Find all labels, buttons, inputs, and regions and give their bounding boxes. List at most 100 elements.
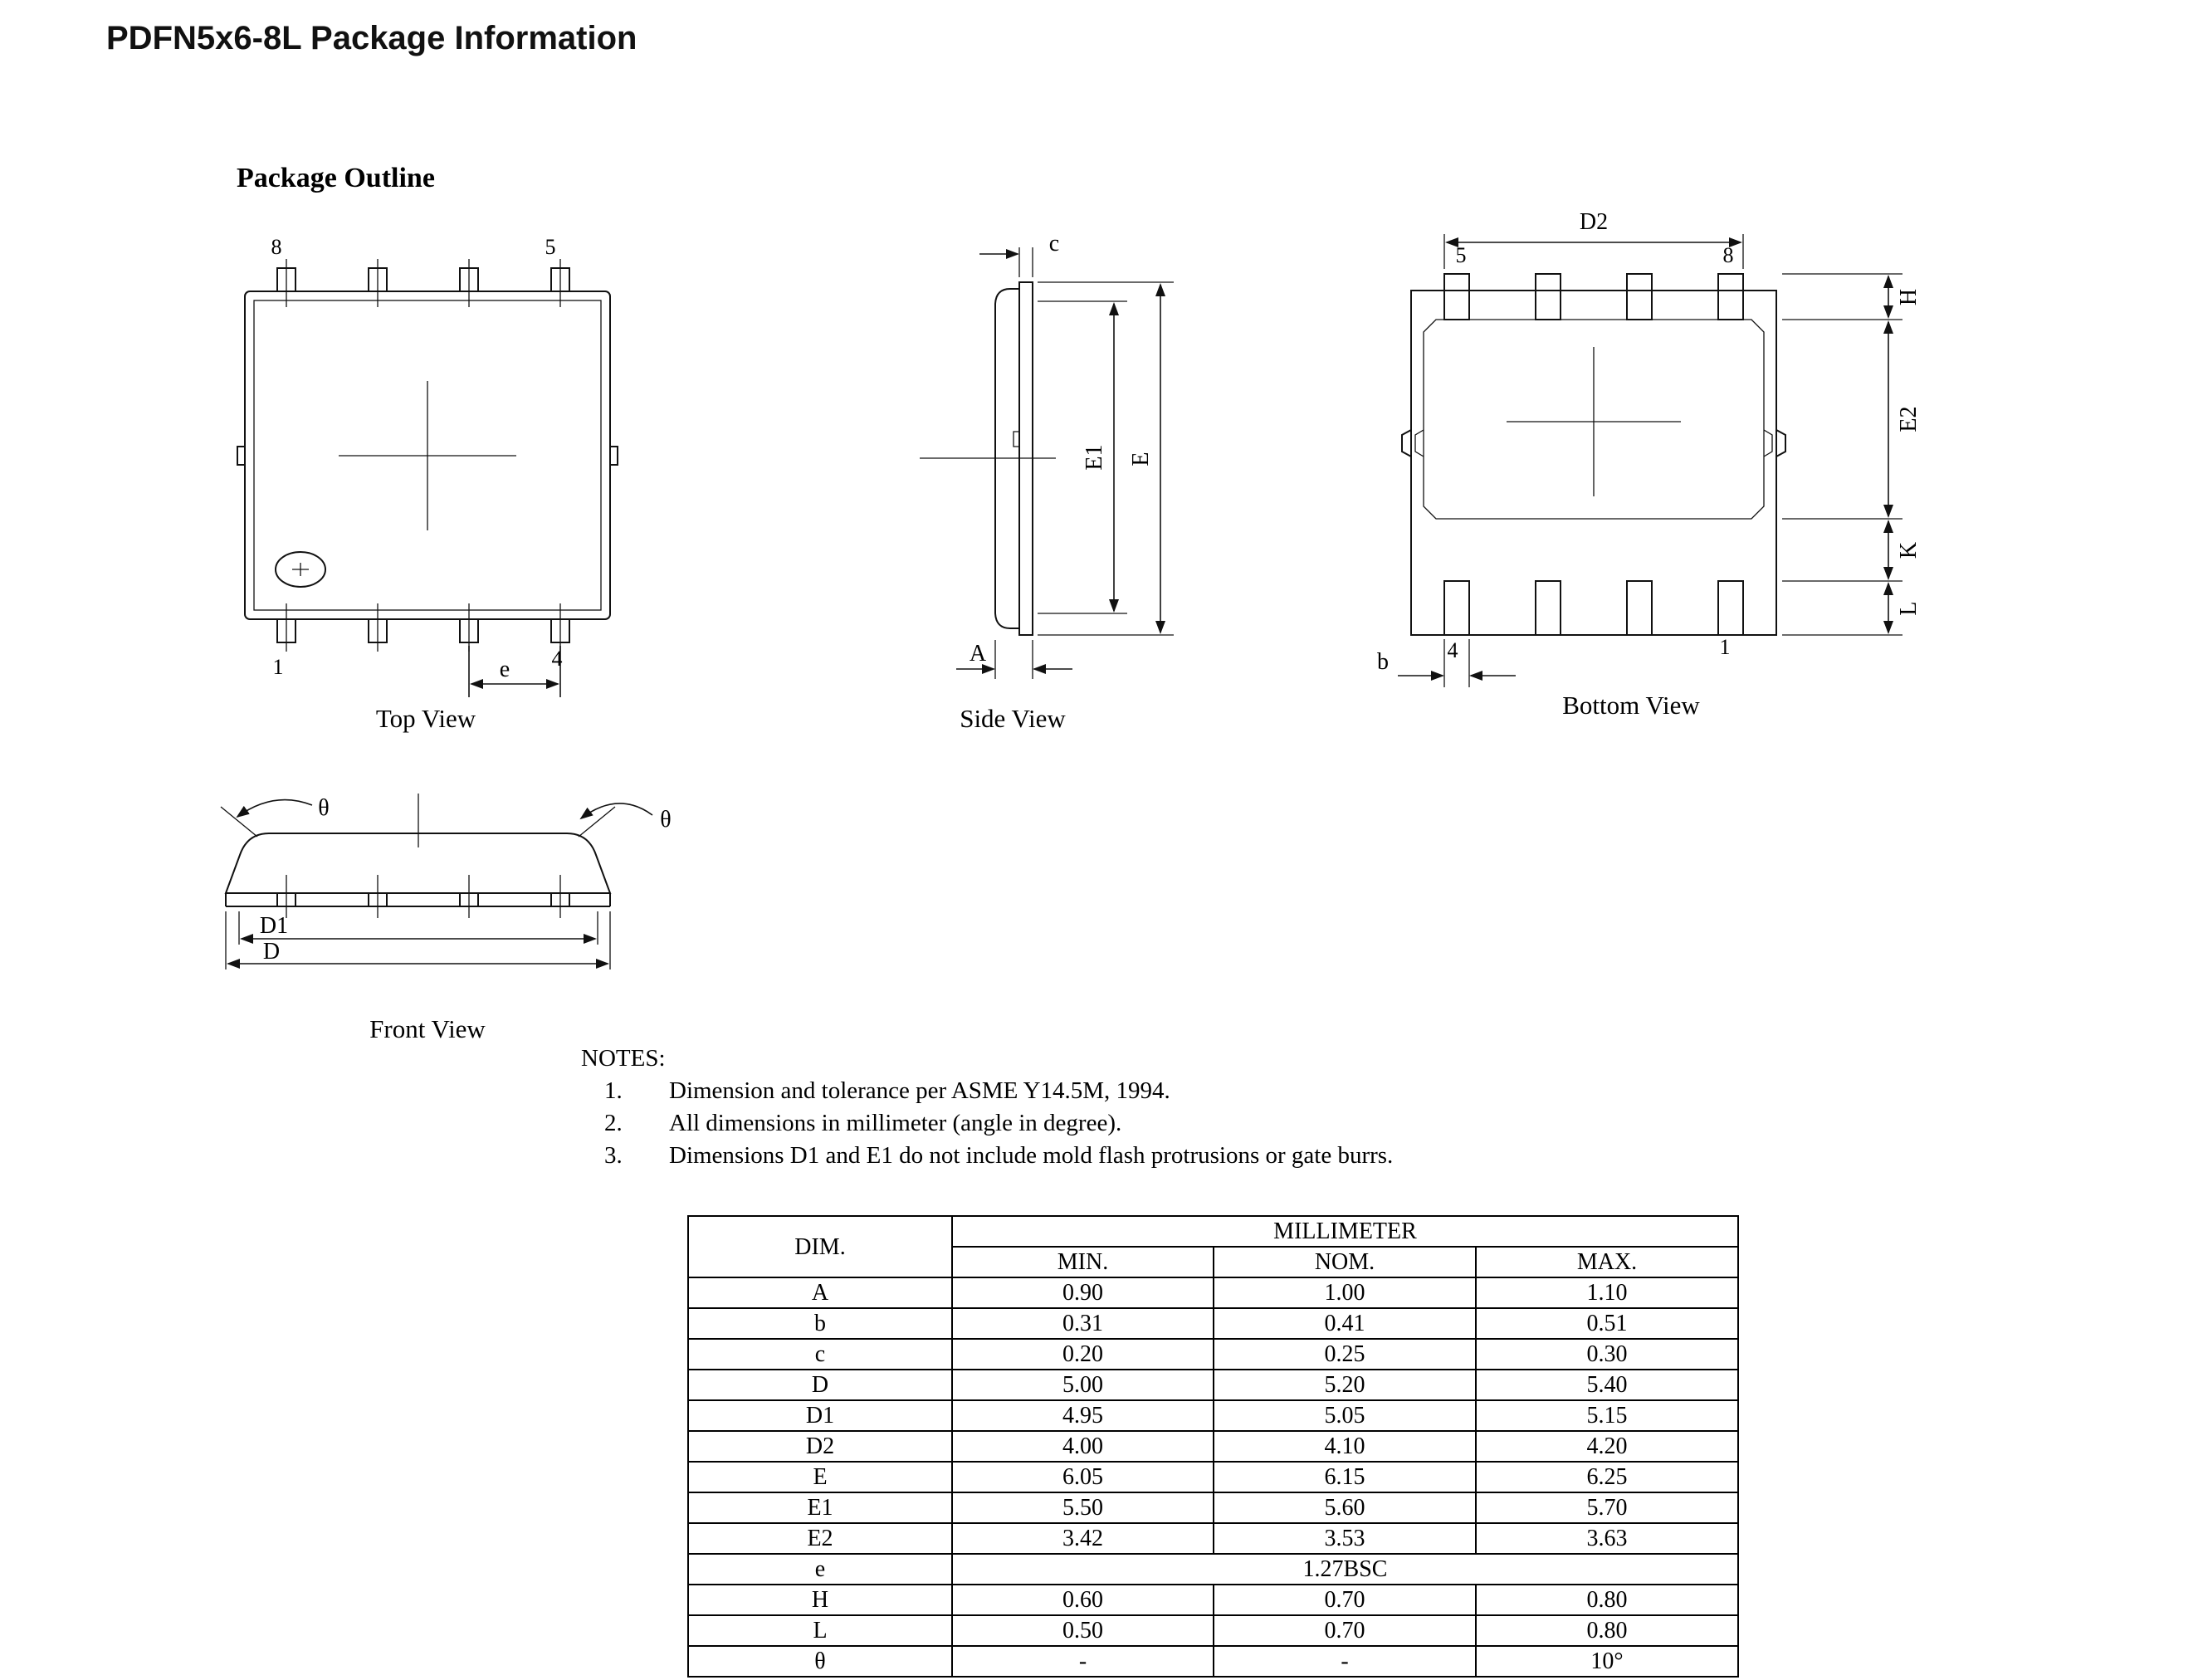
dimension-table: DIM. MILLIMETER MIN. NOM. MAX. A 0.90 1.… — [687, 1215, 1739, 1678]
dim-label-e-full: E — [1128, 452, 1154, 466]
nom-cell: 4.10 — [1213, 1430, 1477, 1463]
dim-e-lines — [468, 646, 561, 697]
dim-label-k: K — [1896, 542, 1922, 559]
pin-number-5: 5 — [1456, 243, 1467, 267]
nom-cell: - — [1213, 1645, 1477, 1678]
table-header-row: DIM. MILLIMETER — [687, 1215, 1739, 1278]
dim-label-e: e — [500, 657, 510, 682]
top-view-drawing: 8 5 1 4 e Top View — [237, 235, 618, 733]
min-cell: 5.00 — [951, 1369, 1214, 1401]
theta-label-left: θ — [318, 795, 329, 821]
table-row: D1 4.95 5.05 5.15 — [687, 1399, 1739, 1432]
dim-label-c: c — [1049, 231, 1059, 256]
page-title: PDFN5x6-8L Package Information — [106, 20, 637, 56]
dim-label-a: A — [970, 641, 987, 667]
dim-label-d: D — [263, 939, 280, 965]
table-row: E1 5.50 5.60 5.70 — [687, 1492, 1739, 1524]
dim-cell: E — [687, 1461, 953, 1493]
nom-cell: 3.53 — [1213, 1522, 1477, 1555]
max-cell: 0.30 — [1475, 1338, 1739, 1370]
table-row: θ - - 10° — [687, 1645, 1739, 1678]
nom-cell: 5.05 — [1213, 1399, 1477, 1432]
note-text: Dimensions D1 and E1 do not include mold… — [669, 1142, 1394, 1169]
min-cell: 6.05 — [951, 1461, 1214, 1493]
note-item-3: 3. Dimensions D1 and E1 do not include m… — [581, 1140, 1393, 1172]
note-item-1: 1. Dimension and tolerance per ASME Y14.… — [581, 1075, 1393, 1107]
table-row: E 6.05 6.15 6.25 — [687, 1461, 1739, 1493]
pin-number-1: 1 — [273, 655, 284, 679]
note-text: Dimension and tolerance per ASME Y14.5M,… — [669, 1077, 1170, 1104]
front-view-dimension-lines — [225, 911, 611, 969]
table-row-e: e 1.27BSC — [687, 1553, 1739, 1585]
table-row: D2 4.00 4.10 4.20 — [687, 1430, 1739, 1463]
dim-cell: b — [687, 1307, 953, 1340]
front-view-package-body — [224, 794, 612, 907]
dim-label-h: H — [1896, 289, 1922, 305]
nom-cell: 5.60 — [1213, 1492, 1477, 1524]
side-view-caption: Side View — [960, 704, 1066, 733]
note-number: 2. — [604, 1110, 623, 1136]
pin-number-4: 4 — [1448, 638, 1458, 662]
table-row: D 5.00 5.20 5.40 — [687, 1369, 1739, 1401]
bottom-view-caption: Bottom View — [1562, 691, 1700, 720]
max-cell: 4.20 — [1475, 1430, 1739, 1463]
top-view-pins — [276, 259, 570, 652]
note-number: 1. — [604, 1077, 623, 1104]
max-cell: 1.10 — [1475, 1277, 1739, 1309]
note-number: 3. — [604, 1142, 623, 1169]
dim-cell: H — [687, 1584, 953, 1616]
min-cell: 0.60 — [951, 1584, 1214, 1616]
dim-label-b: b — [1377, 649, 1389, 675]
min-cell: - — [951, 1645, 1214, 1678]
max-cell: 6.25 — [1475, 1461, 1739, 1493]
bottom-view-pads — [1443, 273, 1744, 636]
front-view-caption: Front View — [369, 1014, 486, 1043]
pin-number-8: 8 — [1723, 243, 1734, 267]
dim-label-d1: D1 — [260, 913, 288, 939]
min-cell: 3.42 — [951, 1522, 1214, 1555]
dim-cell: D1 — [687, 1399, 953, 1432]
nom-cell: 0.70 — [1213, 1614, 1477, 1647]
front-view-drawing: θ θ D1 D Front View — [220, 794, 672, 1043]
front-view-leads — [276, 875, 570, 918]
max-cell: 10° — [1475, 1645, 1739, 1678]
dim-cell: A — [687, 1277, 953, 1309]
top-view-caption: Top View — [376, 704, 476, 733]
dim-cell: L — [687, 1614, 953, 1647]
dim-cell: E2 — [687, 1522, 953, 1555]
max-cell: 5.15 — [1475, 1399, 1739, 1432]
pin-number-4: 4 — [552, 647, 563, 671]
table-row: c 0.20 0.25 0.30 — [687, 1338, 1739, 1370]
max-cell: 5.40 — [1475, 1369, 1739, 1401]
max-header: MAX. — [1475, 1246, 1739, 1278]
dim-cell: e — [687, 1553, 953, 1585]
table-row: L 0.50 0.70 0.80 — [687, 1614, 1739, 1647]
min-cell: 4.95 — [951, 1399, 1214, 1432]
theta-label-right: θ — [660, 807, 671, 833]
min-cell: 0.31 — [951, 1307, 1214, 1340]
min-cell: 0.90 — [951, 1277, 1214, 1309]
dim-cell: θ — [687, 1645, 953, 1678]
bottom-view-drawing: D2 5 8 4 1 b H E2 K L Bottom View — [1377, 209, 1922, 720]
notes-section: NOTES: 1. Dimension and tolerance per AS… — [581, 1043, 1393, 1172]
front-view-theta-callouts — [220, 798, 653, 838]
side-view-drawing: c E1 E A Side View — [920, 231, 1174, 733]
note-text: All dimensions in millimeter (angle in d… — [669, 1110, 1122, 1136]
table-row: H 0.60 0.70 0.80 — [687, 1584, 1739, 1616]
dim-cell: D — [687, 1369, 953, 1401]
nom-cell: 6.15 — [1213, 1461, 1477, 1493]
bottom-view-centerlines — [1507, 347, 1681, 496]
top-view-package-body — [237, 291, 618, 620]
dim-column-header: DIM. — [687, 1215, 953, 1278]
nom-cell: 5.20 — [1213, 1369, 1477, 1401]
top-view-centerlines — [339, 381, 516, 530]
dim-label-d2: D2 — [1580, 209, 1608, 235]
table-row: E2 3.42 3.53 3.63 — [687, 1522, 1739, 1555]
dim-cell: D2 — [687, 1430, 953, 1463]
bottom-view-dimension-lines — [1398, 234, 1902, 687]
dim-label-e1: E1 — [1082, 444, 1107, 470]
dim-label-l: L — [1896, 601, 1922, 615]
dim-cell: c — [687, 1338, 953, 1370]
table-row: b 0.31 0.41 0.51 — [687, 1307, 1739, 1340]
